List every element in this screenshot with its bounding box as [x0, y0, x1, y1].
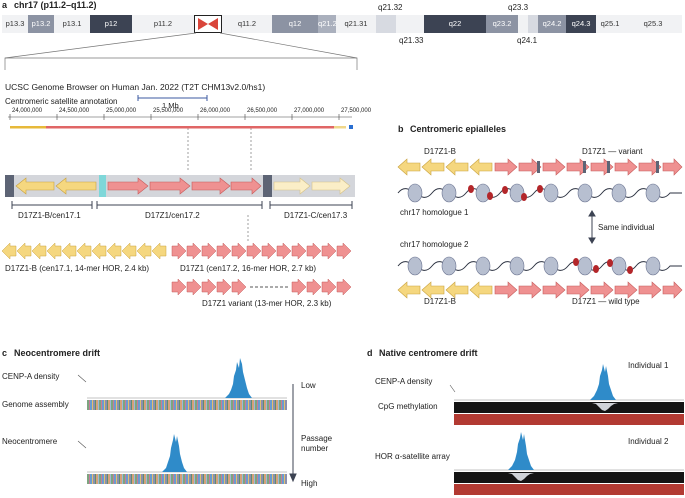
neocentromere-label: Neocentromere	[2, 437, 58, 446]
cenpa-label-d: CENP-A density	[375, 377, 433, 386]
band: q25.1	[596, 15, 624, 33]
same-individual-label: Same individual	[598, 223, 655, 232]
panel-c-title: Neocentromere drift	[14, 348, 101, 358]
array-edge-left	[5, 175, 14, 197]
panel-b-letter: b	[398, 124, 404, 134]
band-q21-33	[396, 15, 424, 33]
band: q25.3	[624, 15, 682, 33]
individual-2-label: Individual 2	[628, 437, 669, 446]
band: p11.2	[132, 15, 194, 33]
tick-label: 25,500,000	[153, 108, 184, 114]
band: q23.2	[486, 15, 518, 33]
array-edge-mid	[263, 175, 272, 197]
genome-assembly-label: Genome assembly	[2, 400, 69, 409]
epi-top-left: D17Z1-B	[424, 147, 457, 156]
band: q12	[272, 15, 318, 33]
band: q11.2	[222, 15, 272, 33]
band-label-q24-1: q24.1	[517, 36, 538, 45]
cenpa-label-c: CENP-A density	[2, 372, 60, 381]
band: p13.3	[2, 15, 28, 33]
tick-label: 27,000,000	[294, 108, 325, 114]
band-label-q21-33: q21.33	[399, 36, 424, 45]
band-label-q23-3: q23.3	[508, 3, 529, 12]
region-label-main: D17Z1/cen17.2	[145, 211, 200, 220]
epi-bottom-left: D17Z1-B	[424, 297, 457, 306]
cpg-methylation-label: CpG methylation	[378, 402, 438, 411]
region-label-b: D17Z1-B/cen17.1	[18, 211, 81, 220]
band: q21.2	[318, 15, 337, 33]
track-title: Centromeric satellite annotation	[5, 97, 118, 106]
low-label: Low	[301, 381, 316, 390]
band-label-q21-32: q21.32	[378, 3, 403, 12]
panel-d-letter: d	[367, 348, 373, 358]
browser-title: UCSC Genome Browser on Human Jan. 2022 (…	[5, 82, 266, 92]
hor-array-bar-1	[454, 414, 684, 425]
tick-label: 24,500,000	[59, 108, 90, 114]
tick-label: 24,000,000	[12, 108, 43, 114]
band-q23-3	[518, 15, 528, 33]
band: p13.2	[28, 15, 54, 33]
tick-label: 27,500,000	[341, 108, 372, 114]
panel-b-title: Centromeric epialleles	[410, 124, 507, 134]
panel-c-letter: c	[2, 348, 8, 358]
high-label: High	[301, 479, 318, 488]
band: q24.2	[538, 15, 566, 33]
methylation-track-2	[454, 472, 684, 483]
band-q21-32	[376, 15, 396, 33]
genome-assembly-track	[87, 400, 287, 410]
homologue-2-label: chr17 homologue 2	[400, 240, 469, 249]
band: q21.31	[336, 15, 376, 33]
band: q24.3	[566, 15, 596, 33]
neocentromere-track	[87, 474, 287, 484]
hor-label-b: D17Z1-B (cen17.1, 14-mer HOR, 2.4 kb)	[5, 264, 150, 273]
panel-a-title: chr17 (p11.2–q11.2)	[14, 0, 97, 10]
band: q22	[424, 15, 486, 33]
tick-label: 26,500,000	[247, 108, 278, 114]
tick-label: 25,000,000	[106, 108, 137, 114]
epi-top-right: D17Z1 — variant	[582, 147, 643, 156]
passage-number-label: Passage number	[301, 434, 333, 453]
tick-label: 26,000,000	[200, 108, 231, 114]
methylation-track-1	[454, 402, 684, 413]
band: p13.1	[54, 15, 90, 33]
panel-a-letter: a	[2, 0, 8, 10]
hor-label-variant: D17Z1 variant (13-mer HOR, 2.3 kb)	[202, 299, 332, 308]
hor-array-bar-2	[454, 484, 684, 495]
individual-1-label: Individual 1	[628, 361, 669, 370]
region-label-c: D17Z1-C/cen17.3	[284, 211, 348, 220]
hor-array-label: HOR α-satellite array	[375, 452, 450, 461]
homologue-1-label: chr17 homologue 1	[400, 208, 469, 217]
band-q24-1	[528, 15, 538, 33]
panel-d-title: Native centromere drift	[379, 348, 478, 358]
hor-label-main: D17Z1 (cen17.2, 16-mer HOR, 2.7 kb)	[180, 264, 317, 273]
epi-bottom-right: D17Z1 — wild type	[572, 297, 640, 306]
centromere-marker	[194, 15, 222, 33]
band: p12	[90, 15, 132, 33]
scale-label: 1 Mb	[162, 101, 179, 110]
array-cyan-block	[99, 175, 106, 197]
